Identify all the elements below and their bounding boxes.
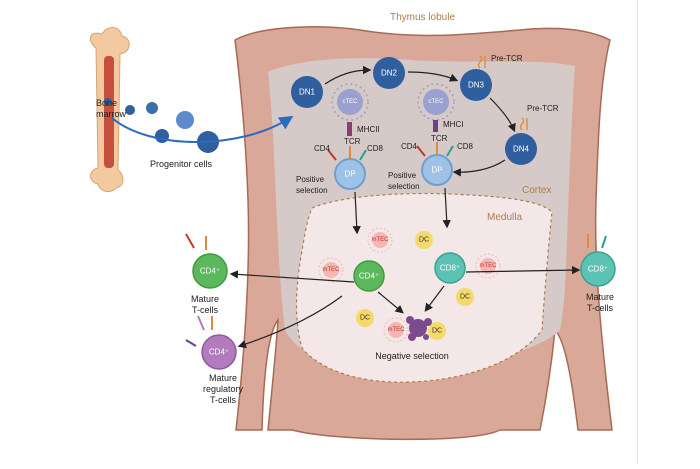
treg-exit-arrow: [237, 295, 343, 349]
bone-marrow-label: Bone marrow: [96, 98, 127, 119]
mhci-receptor-icon: [433, 120, 438, 132]
mhcii-label: MHCII: [357, 125, 380, 134]
tcr-receptor-icon: [327, 142, 454, 161]
thymus-lobule-label: Thymus lobule: [390, 12, 456, 23]
cd8-label-1: CD8: [367, 144, 384, 153]
dc-label-2: DC: [459, 293, 471, 301]
cd8-mature-label: CD8⁺: [587, 264, 609, 274]
cd4-label-1: CD4: [314, 144, 331, 153]
dn3-label: DN3: [467, 80, 485, 90]
dn4-to-dp-arrow: [452, 159, 506, 177]
dn1-label: DN1: [298, 87, 316, 97]
dc-label-4: DC: [431, 327, 443, 335]
treg-mature-cell: [201, 334, 237, 370]
dc-cells: [356, 231, 474, 340]
mhcii-receptor-icon: [347, 122, 352, 136]
mature-regulatory-label: Mature regulatory T-cells: [202, 373, 244, 405]
cd8-medulla-label: CD8⁺: [439, 263, 461, 273]
dp-label-1: DP: [344, 169, 356, 179]
ctec-label-2: cTEC: [428, 99, 444, 105]
apoptotic-cell-icon: [406, 316, 432, 341]
cd4-exit-arrow: [229, 270, 355, 283]
dn4-cell: [505, 133, 537, 165]
dn2-to-dn3-arrow: [407, 71, 459, 82]
cd4-label-2: CD4: [401, 142, 418, 151]
dc-label-3: DC: [359, 314, 371, 322]
pre-tcr-label-1: Pre-TCR: [491, 54, 523, 63]
bone-icon: [89, 27, 130, 192]
cd8-mature-cell: [580, 251, 616, 287]
mtec-label-1: mTEC: [371, 237, 389, 243]
pre-tcr-receptor-icon: [477, 55, 528, 131]
cd8-cell-medulla: [434, 252, 466, 284]
dn4-label: DN4: [512, 144, 530, 154]
progenitor-cells: [104, 98, 219, 153]
positive-selection-label-2: Positive selection: [388, 171, 420, 191]
ctec-cell-2: [417, 83, 455, 121]
mtec-label-2: mTEC: [322, 267, 340, 273]
dn2-cell: [373, 57, 405, 89]
dn1-cell: [291, 76, 323, 108]
mature-t-cells-left-label: Mature T-cells: [190, 294, 220, 315]
progenitor-migration-arrow: [111, 115, 294, 143]
medulla-region: [295, 192, 553, 383]
progenitor-cells-label: Progenitor cells: [150, 159, 213, 169]
medulla-label: Medulla: [487, 212, 523, 223]
cd4-cell-medulla: [353, 260, 385, 292]
dp1-to-medulla-arrow: [352, 191, 361, 235]
tcr-label-1: TCR: [344, 137, 361, 146]
mtec-label-3: mTEC: [479, 263, 497, 269]
pre-tcr-label-2: Pre-TCR: [527, 104, 559, 113]
cd8-label-2: CD8: [457, 142, 474, 151]
dn3-cell: [460, 69, 492, 101]
dn3-to-dn4-arrow: [489, 97, 516, 133]
cortex-label: Cortex: [522, 185, 552, 196]
dp2-to-medulla-arrow: [442, 187, 451, 229]
mature-t-cells-right-label: Mature T-cells: [585, 292, 615, 313]
tcr-label-2: TCR: [431, 134, 448, 143]
mhci-label: MHCI: [443, 120, 464, 129]
cd4-mature-label: CD4⁺: [199, 266, 221, 276]
mature-cell-receptor-icons: [185, 233, 607, 347]
ctec-label-1: cTEC: [342, 99, 358, 105]
cd4-medulla-label: CD4⁺: [358, 271, 380, 281]
positive-selection-label-1: Positive selection: [296, 175, 328, 195]
panel-divider: [637, 0, 638, 464]
cd4-mature-cell: [192, 253, 228, 289]
dc-label-1: DC: [418, 236, 430, 244]
cd8-to-negative-selection-arrow: [424, 285, 445, 312]
cd8-exit-arrow: [465, 265, 581, 275]
negative-selection-label: Negative selection: [375, 351, 449, 361]
mtec-cells: [318, 227, 501, 343]
ctec-cell-1: [331, 83, 369, 121]
dn1-to-dn2-arrow: [324, 65, 372, 85]
treg-label: CD4⁺: [208, 347, 230, 357]
dn2-label: DN2: [380, 68, 398, 78]
mtec-label-4: mTEC: [387, 327, 405, 333]
cd4-to-negative-selection-arrow: [377, 291, 404, 314]
dp-label-2: DP: [431, 165, 443, 175]
